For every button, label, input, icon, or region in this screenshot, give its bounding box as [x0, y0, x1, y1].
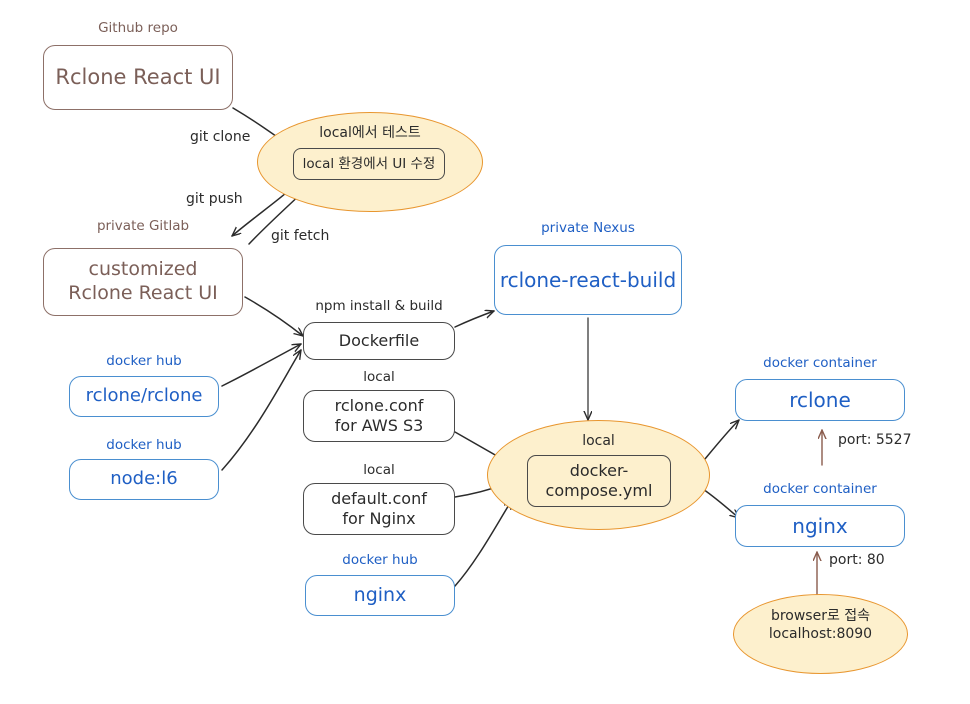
node-node-16[interactable]: node:l6	[69, 459, 219, 500]
node-container-rclone[interactable]: rclone	[735, 379, 905, 421]
caption-docker-container-nginx: docker container	[763, 481, 877, 497]
ellipse-browser-access[interactable]	[733, 594, 908, 674]
node-dockerfile[interactable]: Dockerfile	[303, 322, 455, 360]
edge-label-git-push: git push	[186, 191, 243, 207]
edge-label-git-clone: git clone	[190, 129, 251, 145]
caption-docker-hub-nginx: docker hub	[342, 552, 418, 568]
node-rclone-react-ui[interactable]: Rclone React UI	[43, 45, 233, 110]
ellipse-local-test-label: local에서 테스트	[319, 125, 421, 141]
node-rclone-react-build[interactable]: rclone-react-build	[494, 245, 682, 315]
node-rclone-rclone[interactable]: rclone/rclone	[69, 376, 219, 417]
caption-local-rclone-conf: local	[363, 369, 395, 385]
node-local-ui-edit[interactable]: local 환경에서 UI 수정	[293, 148, 445, 180]
caption-docker-hub-rclone: docker hub	[106, 353, 182, 369]
caption-docker-container-rclone: docker container	[763, 355, 877, 371]
caption-github-repo: Github repo	[98, 20, 178, 36]
ellipse-compose-local-label: local	[582, 433, 615, 449]
edge-label-port-80: port: 80	[829, 552, 885, 568]
caption-npm-install-build: npm install & build	[315, 298, 443, 314]
edge-label-port-5527: port: 5527	[838, 432, 912, 448]
ellipse-browser-access-label: browser로 접속 localhost:8090	[768, 608, 873, 643]
caption-docker-hub-node: docker hub	[106, 437, 182, 453]
node-rclone-conf[interactable]: rclone.conf for AWS S3	[303, 390, 455, 442]
node-default-conf[interactable]: default.conf for Nginx	[303, 483, 455, 535]
node-nginx-image[interactable]: nginx	[305, 575, 455, 616]
caption-local-default-conf: local	[363, 462, 395, 478]
caption-private-nexus: private Nexus	[541, 220, 635, 236]
node-customized-rclone-react-ui[interactable]: customized Rclone React UI	[43, 248, 243, 316]
caption-private-gitlab: private Gitlab	[96, 218, 190, 234]
node-docker-compose-yml[interactable]: docker- compose.yml	[527, 455, 671, 507]
node-container-nginx[interactable]: nginx	[735, 505, 905, 547]
edge-label-git-fetch: git fetch	[271, 228, 330, 244]
